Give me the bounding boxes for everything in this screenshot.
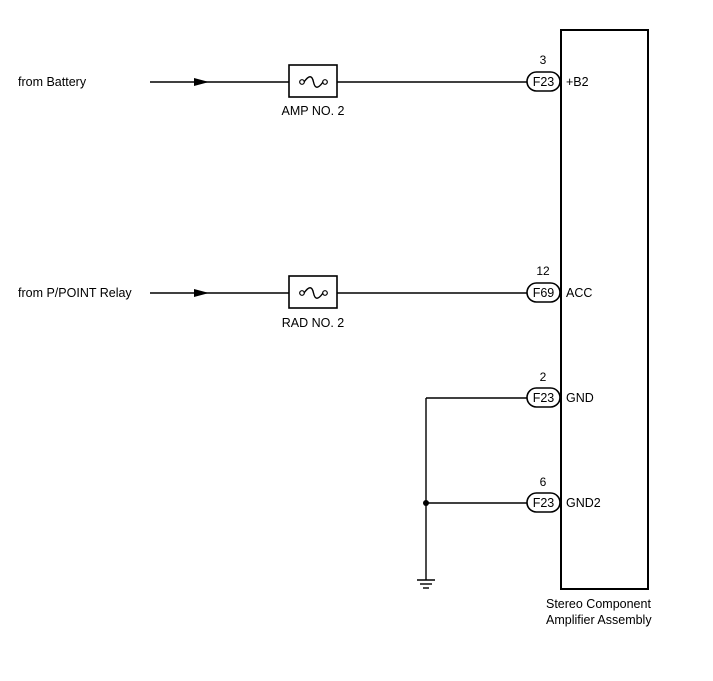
amp-fuse-label: AMP NO. 2	[282, 104, 345, 118]
gnd-connector	[526, 387, 561, 408]
gnd-signal-label: GND	[566, 391, 594, 405]
gnd2-pin-number: 6	[540, 475, 547, 489]
from-battery-label: from Battery	[18, 75, 87, 89]
amplifier-assembly-box	[560, 29, 649, 590]
gnd-pin-number: 2	[540, 370, 547, 384]
acc-connector	[526, 282, 561, 303]
battery-input-arrow	[194, 78, 209, 86]
ground-junction-dot	[423, 500, 429, 506]
acc-connector-id: F69	[533, 286, 555, 300]
acc-signal-label: ACC	[566, 286, 592, 300]
relay-input-arrow	[194, 289, 209, 297]
amp-fuse-symbol	[288, 64, 338, 98]
rad-fuse-label: RAD NO. 2	[282, 316, 345, 330]
gnd2-connector	[526, 492, 561, 513]
rad-fuse-symbol	[288, 275, 338, 309]
ground-symbol	[417, 579, 435, 589]
gnd2-connector-id: F23	[533, 496, 555, 510]
b2-signal-label: +B2	[566, 75, 589, 89]
b2-pin-number: 3	[540, 53, 547, 67]
acc-pin-number: 12	[536, 264, 550, 278]
b2-connector	[526, 71, 561, 92]
from-ppoint-relay-label: from P/POINT Relay	[18, 286, 132, 300]
b2-connector-id: F23	[533, 75, 555, 89]
component-name-line1: Stereo Component	[546, 597, 651, 611]
gnd2-signal-label: GND2	[566, 496, 601, 510]
gnd-connector-id: F23	[533, 391, 555, 405]
component-name-line2: Amplifier Assembly	[546, 613, 652, 627]
